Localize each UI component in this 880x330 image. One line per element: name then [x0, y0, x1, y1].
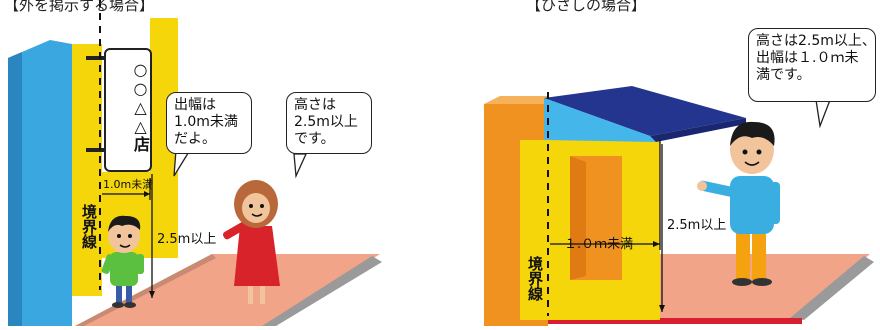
shop-sign-text: ○○△△店	[131, 60, 150, 152]
left-caption: 【外を掲示する場合】	[4, 0, 155, 14]
right-curb	[790, 256, 874, 320]
right-orange-top	[484, 96, 548, 104]
left-blue-wall	[8, 40, 72, 326]
right-door-shade	[570, 156, 586, 280]
right-width-label: １.０ｍ未満	[564, 237, 634, 252]
left-height-arrowhead	[149, 291, 155, 298]
bubble-awning: 高さは2.5m以上、 出幅は１.０ｍ未 満です。	[748, 28, 876, 102]
right-width-arrowhead	[653, 241, 660, 247]
left-blue-wall-side	[8, 52, 22, 326]
left-curb	[262, 256, 382, 326]
boy-figure	[101, 215, 144, 308]
right-height-label: 2.5m以上	[667, 218, 727, 233]
right-bubble-tail	[815, 99, 831, 129]
awning-front	[650, 118, 746, 142]
left-bubble2-tail	[293, 153, 308, 179]
left-floor-edge	[75, 254, 216, 326]
right-height-arrowhead	[659, 305, 665, 312]
right-red-curb	[520, 318, 802, 324]
left-width-label: 1.0m未満	[103, 178, 154, 191]
left-boundary-label: 境界線	[80, 204, 98, 249]
awning-underside	[544, 98, 656, 142]
bubble-projection: 出幅は 1.0m未満 だよ。	[166, 92, 252, 154]
left-scene	[8, 0, 382, 326]
awning-top	[544, 86, 746, 136]
left-yellow-wall	[72, 44, 102, 296]
left-floor	[75, 254, 380, 326]
right-caption: 【ひさしの場合】	[526, 0, 647, 14]
shop-sign: ○○△△店	[104, 48, 152, 172]
right-scene	[484, 86, 874, 326]
woman-figure	[222, 180, 280, 304]
bubble-height: 高さは 2.5m以上 です。	[286, 92, 372, 154]
right-boundary-label: 境界線	[526, 256, 544, 301]
left-height-label: 2.5m以上	[157, 232, 217, 247]
left-width-arrowhead	[144, 191, 150, 197]
man-figure	[697, 121, 780, 286]
